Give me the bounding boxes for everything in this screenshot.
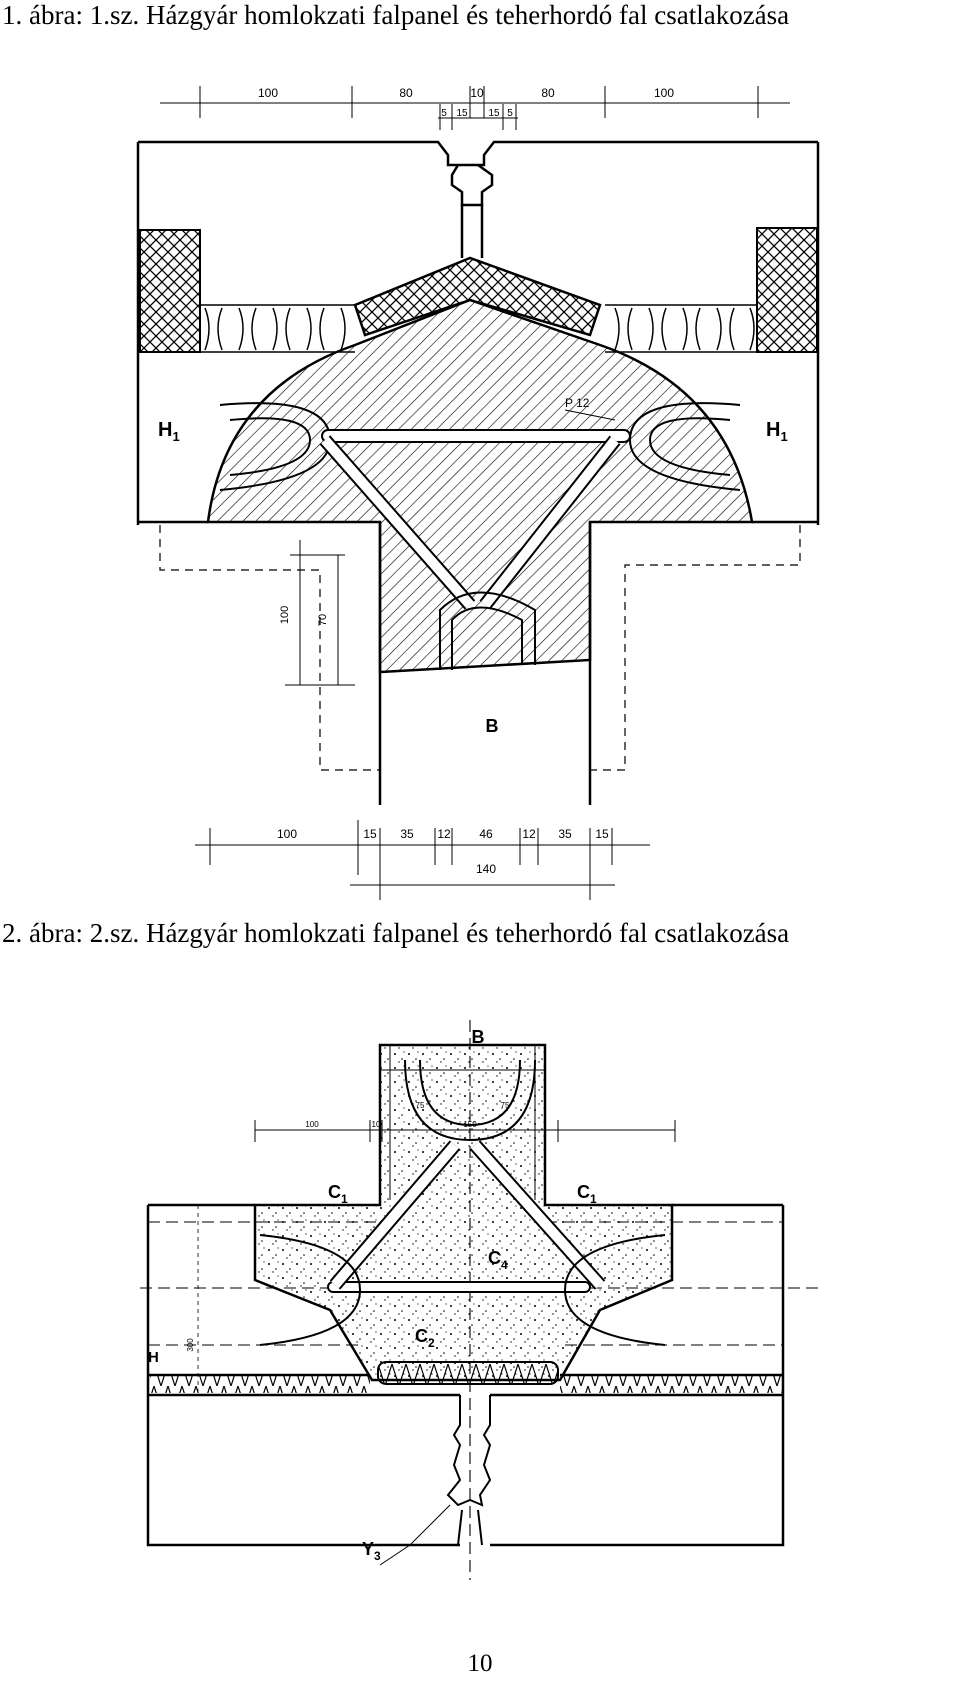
- bottom-dimension-line: [195, 820, 650, 900]
- rebar-label: P 12: [565, 396, 590, 410]
- dim-sub-1: 5: [441, 108, 447, 119]
- svg-text:C4: C4: [488, 1248, 508, 1272]
- dim-top-4: 80: [541, 86, 555, 100]
- insulation-center: [377, 1361, 559, 1385]
- rebar-leader: [564, 409, 616, 421]
- dim2-6: 300: [186, 1338, 195, 1352]
- dim2-2: 10: [372, 1120, 381, 1129]
- dim-bot-total: 140: [476, 862, 496, 876]
- wall-label: B: [486, 716, 499, 736]
- c1-left-label: C: [328, 1182, 341, 1202]
- svg-text:H1: H1: [158, 419, 180, 444]
- dim-side-2: 70: [317, 614, 329, 626]
- wall-b-label: B: [472, 1027, 485, 1047]
- dim-bot-3: 35: [400, 827, 414, 841]
- dim-top-1: 100: [258, 86, 278, 100]
- dim-side-1: 100: [279, 606, 291, 624]
- insulation-block-right: [756, 227, 818, 353]
- h1-right-label: H: [766, 419, 780, 441]
- side-dimension-line: [285, 540, 355, 686]
- insulation-strip-right: [560, 1375, 782, 1393]
- c4-label: C: [488, 1248, 501, 1268]
- h1-left-label: H: [158, 419, 172, 441]
- svg-text:C1: C1: [577, 1182, 597, 1206]
- dim-bot-8: 15: [595, 827, 609, 841]
- svg-text:C2: C2: [415, 1326, 435, 1350]
- dim2-1: 100: [305, 1120, 319, 1129]
- h1-left-sub: 1: [172, 429, 179, 444]
- h-label: H: [148, 1349, 159, 1366]
- dashed-outlines: [159, 525, 801, 771]
- dim-bot-6: 12: [522, 827, 536, 841]
- dim-bot-4: 12: [437, 827, 451, 841]
- svg-text:Y3: Y3: [362, 1539, 381, 1563]
- c2-label: C: [415, 1326, 428, 1346]
- dim-bot-7: 35: [558, 827, 572, 841]
- rebar-loops: [219, 402, 741, 670]
- bearing-wall: [138, 520, 818, 805]
- c1-left-sub: 1: [341, 1192, 348, 1206]
- top-dimension-line: [160, 86, 790, 130]
- dim-top-5: 100: [654, 86, 674, 100]
- fig2-dashed-lines: [140, 1020, 820, 1580]
- joint-key: [446, 1395, 492, 1546]
- dim-sub-2: 15: [456, 108, 468, 119]
- joint-cap: [353, 256, 602, 337]
- insulation-strip-left: [150, 1375, 370, 1393]
- insulation-strip: [200, 304, 757, 353]
- c2-sub: 2: [428, 1336, 435, 1350]
- y3-label: Y: [362, 1539, 374, 1559]
- dim-top-3: 10: [470, 86, 484, 100]
- dim-sub-4: 5: [507, 108, 513, 119]
- c4-sub: 4: [501, 1258, 508, 1272]
- page-number: 10: [467, 1650, 493, 1677]
- dim-sub-3: 15: [488, 108, 500, 119]
- y3-sub: 3: [374, 1549, 381, 1563]
- insulation-block-left: [139, 229, 201, 353]
- fig2-rebar: [259, 1059, 666, 1346]
- dim-bot-5: 46: [479, 827, 493, 841]
- dim-top-2: 80: [399, 86, 413, 100]
- dim-bot-2: 15: [363, 827, 377, 841]
- c1-right-label: C: [577, 1182, 590, 1202]
- joint-concrete-fill: [253, 1043, 674, 1382]
- joint-concrete: [206, 298, 754, 674]
- y3-leader: [379, 1504, 451, 1566]
- figure-1-drawing: 100 80 10 80 100 5 15 15 5: [136, 86, 820, 900]
- svg-text:H1: H1: [766, 419, 788, 444]
- figure-1-caption: 1. ábra: 1.sz. Házgyár homlokzati falpan…: [2, 0, 790, 30]
- figure-2-caption: 2. ábra: 2.sz. Házgyár homlokzati falpan…: [2, 918, 790, 948]
- dim-bot-1: 100: [277, 827, 297, 841]
- c1-right-sub: 1: [590, 1192, 597, 1206]
- svg-text:C1: C1: [328, 1182, 348, 1206]
- h1-right-sub: 1: [780, 429, 787, 444]
